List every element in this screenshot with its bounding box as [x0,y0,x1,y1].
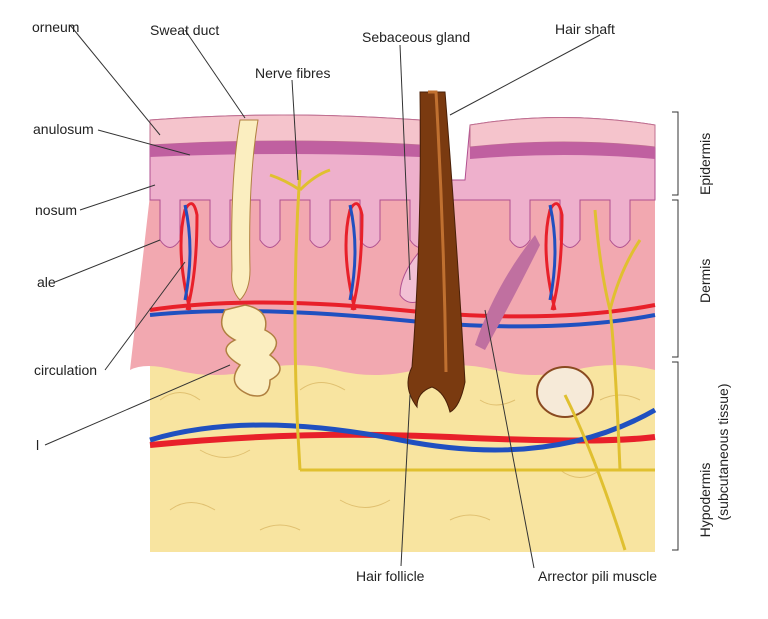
leader-lines [44,24,679,569]
label-sweat-gland: l [36,437,39,453]
label-dermis: Dermis [697,259,713,303]
label-arrector-pili: Arrector pili muscle [538,568,657,584]
label-hair-follicle: Hair follicle [356,568,425,584]
label-nerve-fibres: Nerve fibres [255,65,330,81]
stratum-granulosum [150,141,655,159]
fat-cells [159,382,641,531]
label-circulation: circulation [34,362,97,378]
sweat-duct [231,119,259,301]
vein-hypodermis [149,407,657,453]
label-hair-shaft: Hair shaft [555,21,615,37]
sweat-gland [220,304,281,397]
capillary-loops [179,202,564,311]
label-stratum-corneum: orneum [32,19,79,35]
label-sebaceous-gland: Sebaceous gland [362,29,470,45]
nerve-fibre [269,168,655,472]
label-stratum-basale: ale [37,274,56,290]
label-epidermis: Epidermis [697,133,713,195]
label-stratum-granulosum: anulosum [33,121,94,137]
label-sweat-duct: Sweat duct [150,22,219,38]
nerve-fibre-right [593,209,642,471]
label-stratum-spinosum: nosum [35,202,77,218]
hair-shaft [428,90,448,373]
vein-dermis [149,309,656,329]
artery-hypodermis [149,431,656,448]
arrector-pili-muscle [475,235,540,350]
artery-dermis [149,300,656,319]
corpuscle-nerve [563,394,627,551]
pacinian-corpuscle [536,366,594,418]
label-hypodermis-sub: (subcutaneous tissue) [715,384,731,521]
label-hypodermis: Hypodermis [697,463,713,538]
hair-follicle [407,91,466,413]
